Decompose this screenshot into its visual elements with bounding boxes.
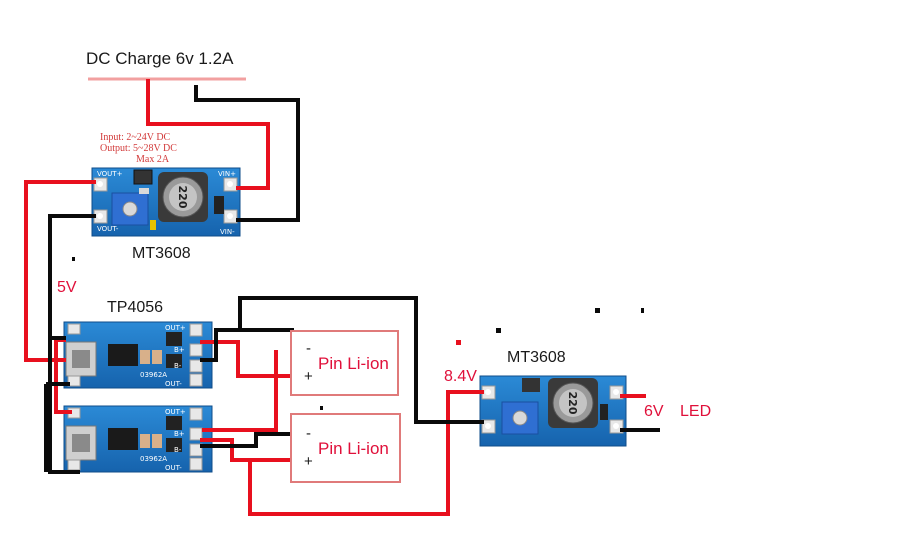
voltage-5v-label: 5V: [57, 279, 77, 296]
wire-b2-minus: [200, 432, 292, 448]
svg-text:VOUT-: VOUT-: [97, 225, 119, 233]
battery-2: - Pin Li-ion +: [290, 413, 401, 483]
wire-b1-minus: [200, 328, 294, 362]
svg-text:OUT+: OUT+: [165, 324, 186, 332]
wire-dc-plus: [146, 79, 270, 190]
svg-text:03962A: 03962A: [140, 371, 167, 379]
svg-text:VIN+: VIN+: [218, 170, 236, 178]
diagram-title: DC Charge 6v 1.2A: [86, 49, 234, 68]
mt3608-right-board: 220: [479, 375, 627, 447]
wire-5v-bus: [24, 180, 96, 362]
wire-gnd-bus: [48, 214, 96, 340]
svg-text:B+: B+: [174, 430, 185, 438]
battery-1-label: Pin Li-ion: [318, 354, 389, 373]
wire-top-return: [238, 296, 484, 424]
svg-text:OUT+: OUT+: [165, 408, 186, 416]
inductor-value-top: 220: [176, 186, 189, 209]
wire-dc-minus: [194, 85, 300, 222]
battery-1-minus: -: [306, 340, 311, 357]
svg-text:B+: B+: [174, 346, 185, 354]
red-wires: [24, 77, 646, 516]
svg-text:VIN-: VIN-: [220, 228, 235, 236]
tp4056-label: TP4056: [107, 299, 164, 316]
wire-output-positive: [248, 390, 484, 516]
tp4056-board-1: OUT+ B+ B- OUT- 03962A: [63, 321, 213, 389]
inductor-value-right: 220: [566, 392, 579, 415]
battery-2-plus: +: [304, 453, 313, 470]
led-label: LED: [680, 403, 712, 420]
mt3608-top-label: MT3608: [132, 245, 191, 262]
spec-input: Input: 2~24V DC: [100, 132, 171, 143]
spec-output: Output: 5~28V DC: [100, 143, 177, 154]
mt3608-right-label: MT3608: [507, 349, 566, 366]
spec-max: Max 2A: [136, 154, 170, 165]
battery-1: - Pin Li-ion +: [290, 330, 399, 396]
inductor-right: 220: [548, 378, 598, 428]
wire-series-link: [202, 350, 278, 432]
wire-b1-plus: [200, 340, 292, 378]
tp4056-board-2: OUT+ B+ B- OUT- 03962A: [63, 405, 213, 473]
svg-text:VOUT+: VOUT+: [97, 170, 123, 178]
mt3608-top-board: 220 VOUT+ VOUT- VIN+ VIN-: [91, 167, 241, 237]
battery-2-label: Pin Li-ion: [318, 439, 389, 458]
battery-1-plus: +: [304, 368, 313, 385]
svg-text:03962A: 03962A: [140, 455, 167, 463]
charger-ic-1: [108, 344, 138, 366]
charger-ic-2: [108, 428, 138, 450]
inductor-top: 220: [158, 172, 208, 222]
svg-text:B-: B-: [174, 362, 182, 370]
voltage-8v4-label: 8.4V: [444, 368, 477, 385]
battery-2-minus: -: [306, 425, 311, 442]
wire-b2-plus: [200, 438, 292, 462]
voltage-6v-label: 6V: [644, 403, 664, 420]
svg-text:OUT-: OUT-: [165, 380, 182, 388]
svg-text:B-: B-: [174, 446, 182, 454]
svg-text:OUT-: OUT-: [165, 464, 182, 472]
